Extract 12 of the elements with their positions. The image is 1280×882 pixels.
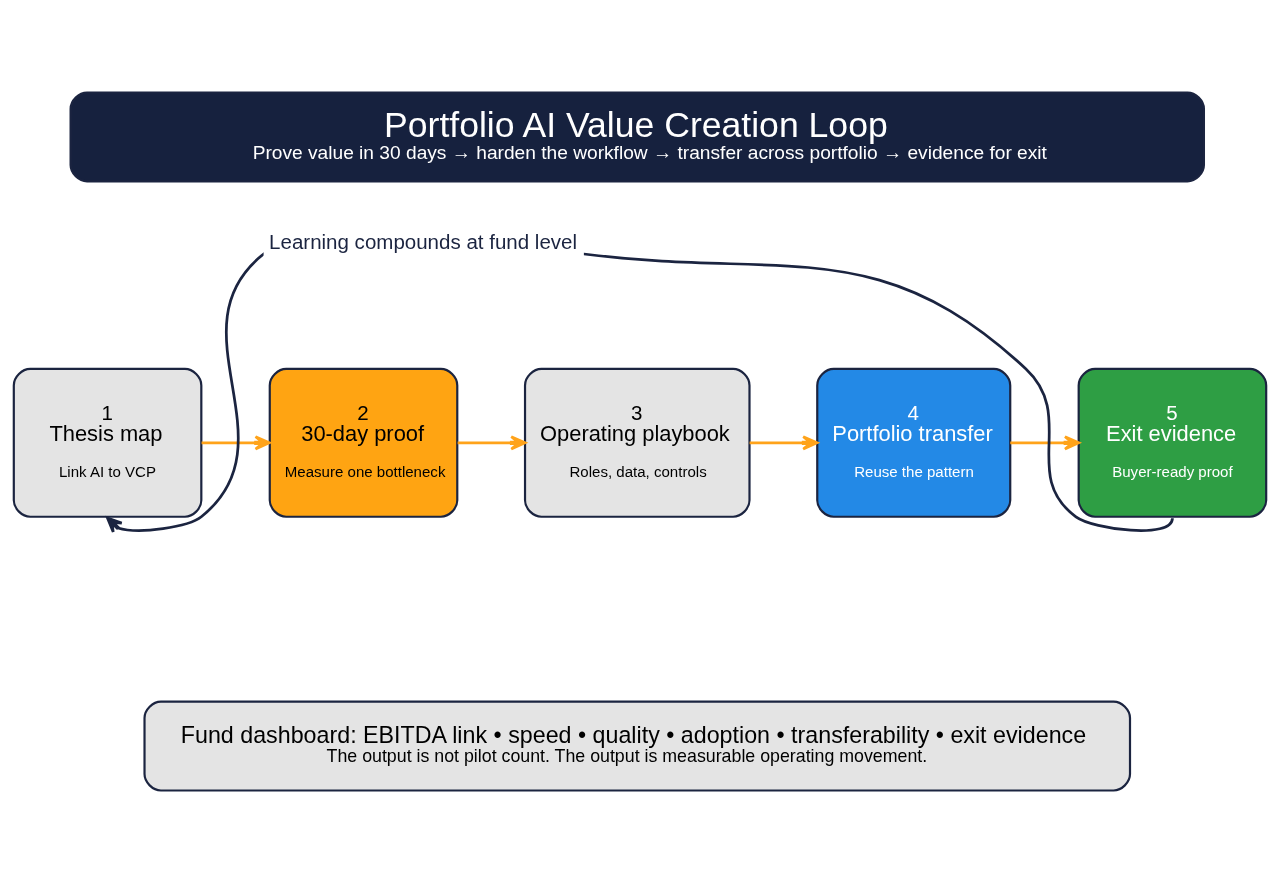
arrow (201, 434, 271, 450)
node-box: 3 Operating playbook Roles, data, controls (523, 367, 751, 518)
node-box: Fund dashboard: EBITDA link • speed • quality • adoption • transferability • exit evidence The output is not pilot count. The output is measurable operating movement. (143, 699, 1132, 792)
arrow (1010, 434, 1081, 450)
node-box: 4 Portfolio transfer Reuse the pattern (816, 367, 1012, 518)
arrow (749, 434, 819, 450)
node-box: 5 Exit evidence Buyer-ready proof (1077, 367, 1268, 518)
node-box: 2 30-day proof Measure one bottleneck (268, 367, 459, 518)
arrow (457, 434, 527, 450)
node-box: 1 Thesis map Link AI to VCP (12, 367, 203, 518)
edge-label: Learning compounds at fund level (269, 229, 578, 253)
node-box: Portfolio AI Value Creation Loop Prove value in 30 days → harden the workflow → transfer across portfolio → evidence for exit (69, 90, 1205, 183)
